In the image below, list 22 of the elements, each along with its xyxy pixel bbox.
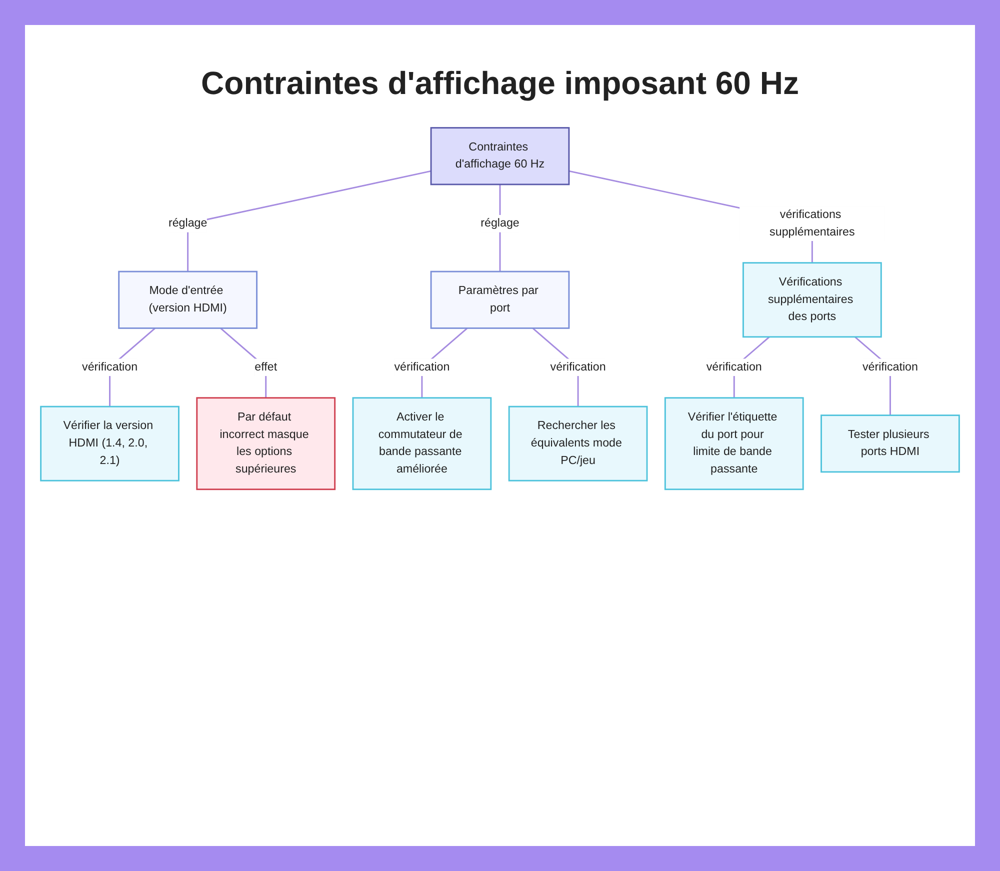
node-box: Rechercher les équivalents mode PC/jeu [508,406,648,482]
node-box: Mode d'entrée (version HDMI) [118,270,258,329]
edge-label: effet [254,360,278,374]
node-box: Contraintes d'affichage 60 Hz [430,127,570,186]
edge-label: vérifications supplémentaires [770,208,855,238]
edge-label: vérification [394,360,450,374]
connector [220,328,267,398]
node-box: Vérifier la version HDMI (1.4, 2.0, 2.1) [40,406,180,482]
node-box: Vérifier l'étiquette du port pour limite de bande passante [664,397,804,490]
diagram-title: Contraintes d'affichage imposant 60 Hz [201,65,799,102]
node-box: Vérifications supplémentaires des ports [742,262,882,338]
connector [187,170,432,272]
node-box: Activer le commutateur de bande passante améliorée [352,397,492,490]
edge-label: vérification [706,360,762,374]
node-box: Paramètres par port [430,270,570,329]
edge-label: vérification [862,360,918,374]
node-box: Tester plusieurs ports HDMI [820,414,960,473]
edge-label: réglage [480,217,520,230]
edge-label: réglage [168,217,208,230]
node-box: Par défaut incorrect masque les options supérieures [196,397,336,490]
edge-label: vérification [82,360,138,374]
edge-label: vérification [550,360,606,374]
